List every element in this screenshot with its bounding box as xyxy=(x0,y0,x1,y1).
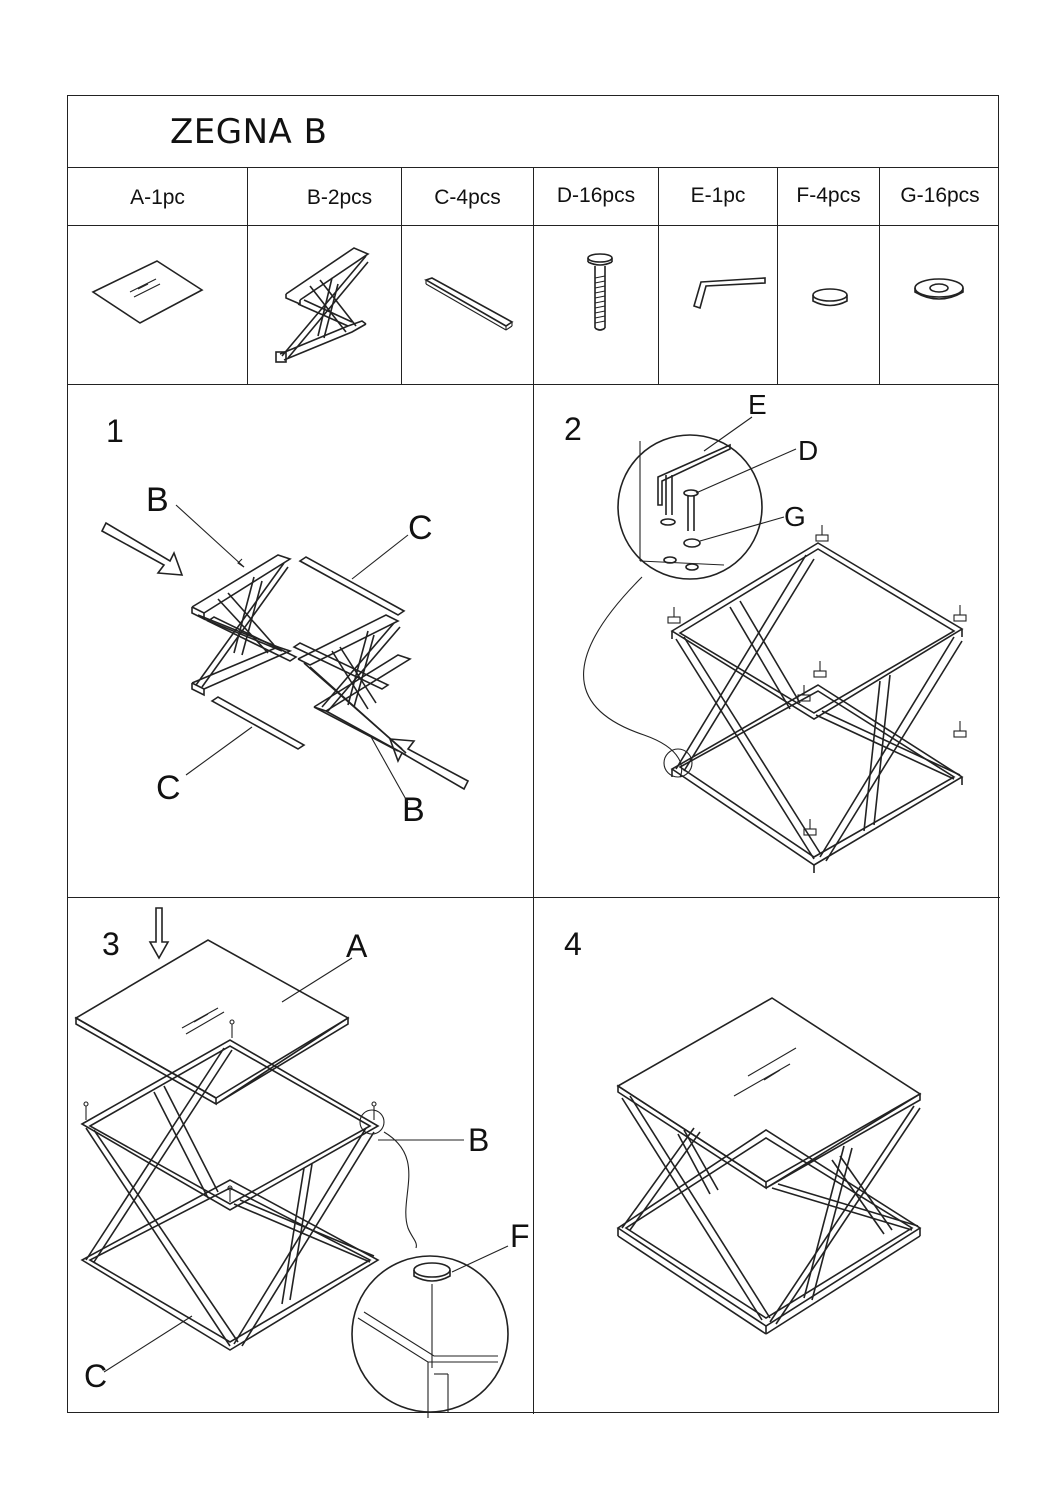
step-1-panel: 1 B C C B xyxy=(68,385,534,898)
callout-label: G xyxy=(784,501,806,532)
part-label: F-4pcs xyxy=(796,184,861,207)
part-cell-f: F-4pcs xyxy=(778,168,880,225)
callout-label: E xyxy=(748,389,767,420)
step-4-assembled-table xyxy=(616,997,922,1335)
part-label: C-4pcs xyxy=(434,186,501,209)
allen-key-icon xyxy=(659,226,778,384)
part-cell-a: A-1pc xyxy=(68,168,248,225)
part-cell-c: C-4pcs xyxy=(402,168,534,225)
step-4-panel: 4 xyxy=(534,898,1000,1414)
washer-icon xyxy=(880,226,1000,384)
parts-label-row: A-1pc B-2pcs C-4pcs D-16pcs E-1pc F-4pcs… xyxy=(68,168,998,226)
step-number: 1 xyxy=(106,413,124,449)
part-label: G-16pcs xyxy=(900,184,980,207)
part-label: B-2pcs xyxy=(306,186,373,209)
callout-label: D xyxy=(798,435,819,466)
callout-label: B xyxy=(468,1122,490,1158)
glass-top-icon xyxy=(68,226,248,384)
step-2-panel: 2 E D G xyxy=(534,385,1000,898)
part-cell-b: B-2pcs xyxy=(248,168,402,225)
product-title: ZEGNA B xyxy=(170,112,328,152)
callout-label: C xyxy=(84,1358,108,1394)
part-cell-e: E-1pc xyxy=(659,168,778,225)
step-number: 2 xyxy=(564,411,582,447)
step-3-panel: 3 A B F C xyxy=(68,898,534,1418)
step-number: 4 xyxy=(564,926,582,962)
callout-label: C xyxy=(408,509,433,547)
callout-label: C xyxy=(156,769,181,807)
pad-icon xyxy=(778,226,880,384)
callout-label: F xyxy=(510,1218,530,1254)
step-1-diagram xyxy=(100,504,470,804)
x-frame-icon xyxy=(248,226,402,384)
part-cell-g: G-16pcs xyxy=(880,168,1000,225)
instruction-sheet: ZEGNA B A-1pc B-2pcs C-4pcs D-16pcs E-1p… xyxy=(67,95,1000,1418)
part-label: D-16pcs xyxy=(556,184,636,207)
part-cell-d: D-16pcs xyxy=(534,168,659,225)
parts-image-row xyxy=(68,226,998,385)
step-number: 3 xyxy=(102,926,120,962)
crossbar-icon xyxy=(402,226,534,384)
step-2-diagram xyxy=(583,416,967,873)
title-row: ZEGNA B xyxy=(68,96,998,168)
part-label: A-1pc xyxy=(130,186,185,209)
bolt-icon xyxy=(534,226,659,384)
callout-label: A xyxy=(346,928,368,964)
part-label: E-1pc xyxy=(690,184,746,207)
step-3-diagram xyxy=(74,907,509,1418)
callout-label: B xyxy=(146,481,169,519)
callout-label: B xyxy=(402,791,425,829)
